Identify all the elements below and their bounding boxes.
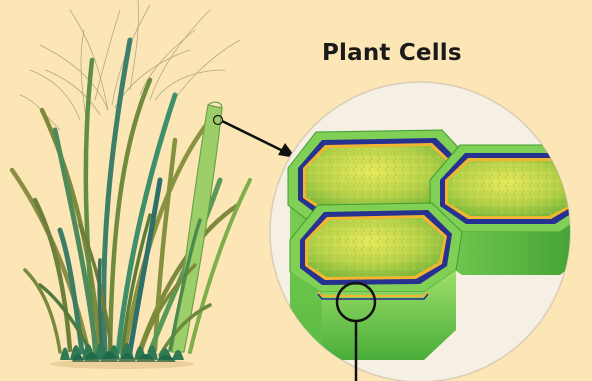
cell-front	[290, 203, 462, 360]
grass-plant-illustration	[12, 0, 250, 369]
diagram-title: Plant Cells	[322, 40, 482, 66]
magnified-view	[270, 82, 592, 381]
callout-arrow	[222, 121, 296, 158]
ground-shadow	[50, 359, 194, 369]
